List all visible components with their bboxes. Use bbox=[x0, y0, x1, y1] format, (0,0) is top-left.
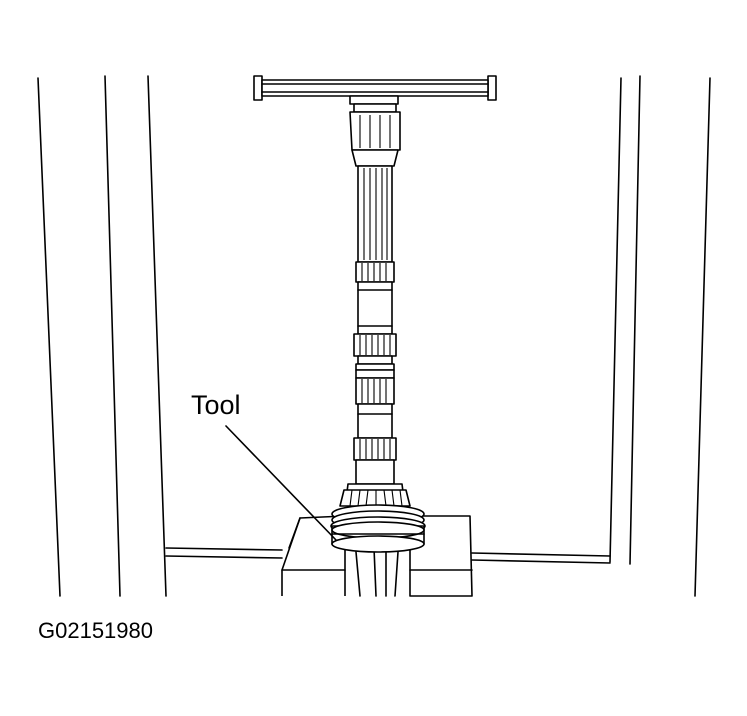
support-block bbox=[281, 515, 473, 597]
press-screw bbox=[349, 103, 401, 167]
press-bed-rails bbox=[165, 547, 611, 564]
tool-leader-line bbox=[225, 425, 337, 541]
tool bbox=[331, 521, 425, 553]
tool-label: Tool bbox=[191, 390, 241, 420]
input-shaft bbox=[353, 165, 397, 485]
press-t-handle bbox=[253, 75, 497, 105]
press-frame-left bbox=[37, 75, 167, 597]
press-frame-right bbox=[609, 75, 711, 597]
figure-code: G02151980 bbox=[38, 618, 153, 643]
